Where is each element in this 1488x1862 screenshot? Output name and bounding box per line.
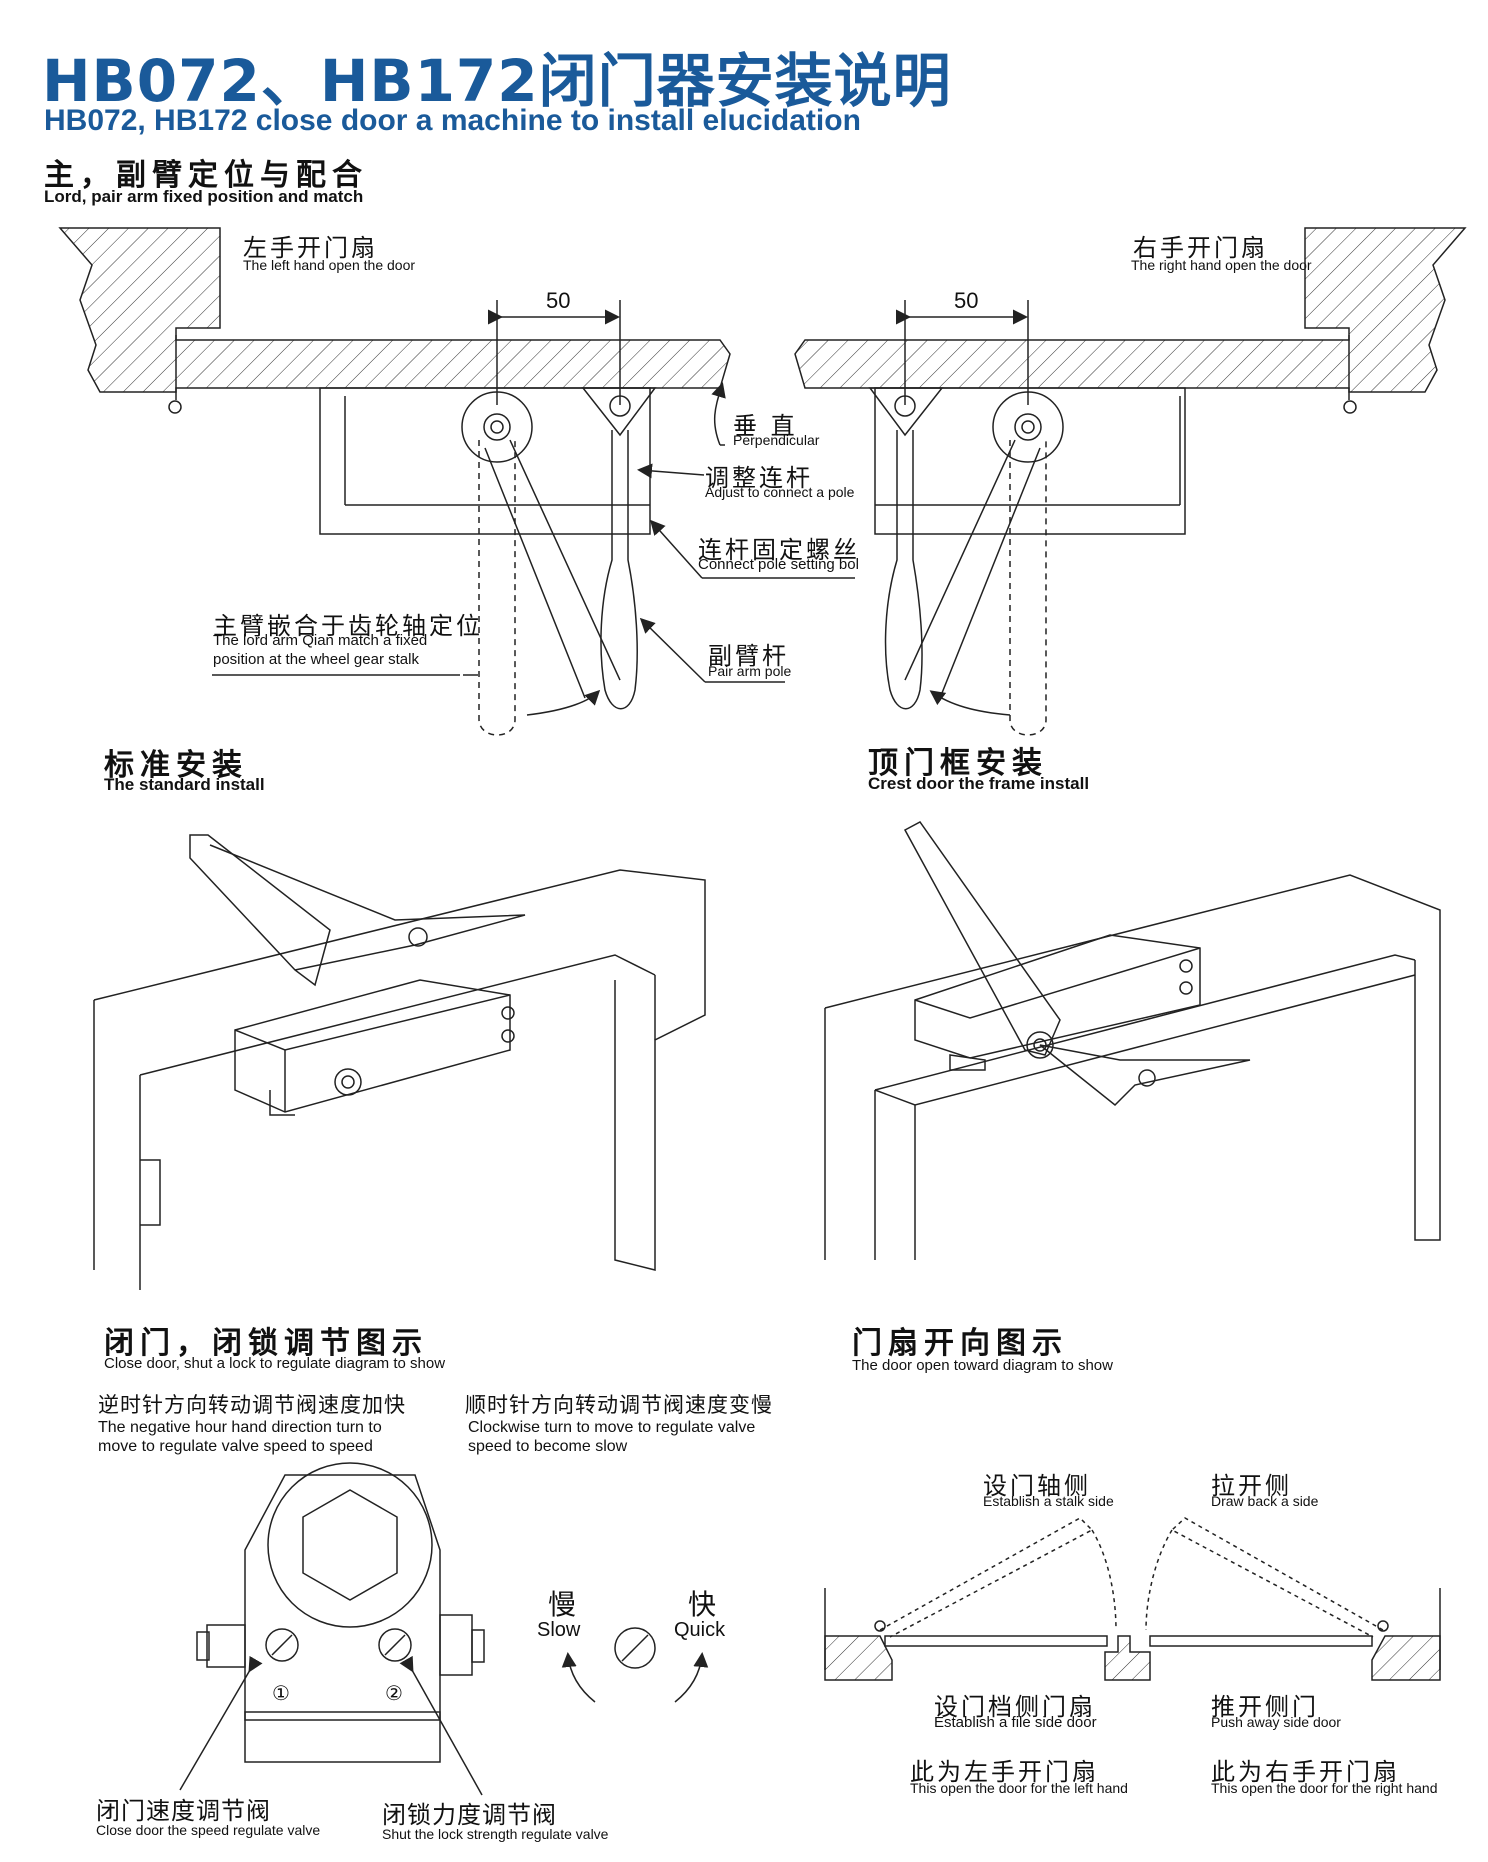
left-hand-door-label-en: This open the door for the left hand xyxy=(910,1780,1128,1796)
valve2-number: ② xyxy=(385,1683,403,1705)
valve1-number: ① xyxy=(272,1683,290,1705)
pair-arm-label: 副臂杆 xyxy=(708,642,789,670)
valve1-label: 闭门速度调节阀 xyxy=(96,1797,271,1825)
quick-label: 快 xyxy=(688,1588,717,1621)
dimension-right: 50 xyxy=(954,288,979,313)
page-title: HB072、HB172闭门器安装说明 xyxy=(42,47,952,115)
regulate-title: 闭门，闭锁调节图示 xyxy=(104,1326,428,1361)
draw-side-label-en: Draw back a side xyxy=(1211,1493,1319,1509)
dimension-left: 50 xyxy=(546,288,571,313)
regulate-subtitle: Close door, shut a lock to regulate diag… xyxy=(104,1355,446,1372)
ccw-label-en2: move to regulate valve speed to speed xyxy=(98,1438,373,1455)
left-door-label: 左手开门扇 xyxy=(243,234,378,262)
lord-arm-label-en2: position at the wheel gear stalk xyxy=(213,651,419,668)
left-door-label-en: The left hand open the door xyxy=(243,257,416,273)
open-dir-title: 门扇开向图示 xyxy=(852,1326,1068,1361)
valve-diagram xyxy=(179,1462,709,1796)
draw-side-label: 拉开侧 xyxy=(1211,1472,1292,1500)
standard-install-title: 标准安装 xyxy=(104,748,248,783)
right-door-label: 右手开门扇 xyxy=(1133,234,1268,262)
right-plan-view xyxy=(794,227,1467,736)
left-plan-view xyxy=(58,227,855,736)
frame-install-title: 顶门框安装 xyxy=(868,746,1048,781)
stalk-side-label: 设门轴侧 xyxy=(983,1472,1091,1500)
right-door-label-en: The right hand open the door xyxy=(1131,257,1312,273)
cw-label-en2: speed to become slow xyxy=(468,1438,628,1455)
push-side-label-en: Push away side door xyxy=(1211,1714,1341,1730)
valve1-label-en: Close door the speed regulate valve xyxy=(96,1822,321,1838)
lord-arm-label: 主臂嵌合于齿轮轴定位 xyxy=(213,612,483,640)
section-arm-title: 主，副臂定位与配合 xyxy=(44,158,368,193)
page-subtitle: HB072, HB172 close door a machine to ins… xyxy=(44,104,861,137)
open-dir-subtitle: The door open toward diagram to show xyxy=(852,1357,1113,1374)
file-side-label: 设门档侧门扇 xyxy=(934,1693,1096,1721)
pair-arm-label-en: Pair arm pole xyxy=(708,663,792,679)
adjust-pole-label-en: Adjust to connect a pole xyxy=(705,484,855,500)
section-arm-subtitle: Lord, pair arm fixed position and match xyxy=(44,187,364,206)
ccw-label-en1: The negative hour hand direction turn to xyxy=(98,1419,382,1436)
slow-label-en: Slow xyxy=(537,1619,581,1641)
left-hand-door-label: 此为左手开门扇 xyxy=(910,1758,1099,1786)
perpendicular-label-en: Perpendicular xyxy=(733,432,820,448)
lord-arm-label-en1: The lord arm Qian match a fixed xyxy=(213,632,428,649)
ccw-label: 逆时针方向转动调节阀速度加快 xyxy=(98,1393,406,1417)
setting-bolt-label-en: Connect pole setting bol xyxy=(698,556,859,573)
cw-label-en1: Clockwise turn to move to regulate valve xyxy=(468,1419,756,1436)
right-hand-door-label: 此为右手开门扇 xyxy=(1211,1758,1400,1786)
valve2-label: 闭锁力度调节阀 xyxy=(382,1801,557,1829)
frame-install-subtitle: Crest door the frame install xyxy=(868,774,1090,793)
door-open-diagram xyxy=(824,1517,1441,1681)
stalk-side-label-en: Establish a stalk side xyxy=(983,1493,1114,1509)
push-side-label: 推开侧门 xyxy=(1211,1693,1319,1721)
setting-bolt-label: 连杆固定螺丝 xyxy=(698,536,860,564)
slow-label: 慢 xyxy=(548,1588,577,1621)
adjust-pole-label: 调整连杆 xyxy=(705,464,813,492)
cw-label: 顺时针方向转动调节阀速度变慢 xyxy=(465,1393,773,1417)
standard-install-subtitle: The standard install xyxy=(104,775,265,794)
right-hand-door-label-en: This open the door for the right hand xyxy=(1211,1780,1438,1796)
valve2-label-en: Shut the lock strength regulate valve xyxy=(382,1826,609,1842)
frame-install-drawing xyxy=(824,821,1441,1260)
quick-label-en: Quick xyxy=(674,1619,726,1641)
perpendicular-label: 垂 直 xyxy=(733,412,798,440)
standard-install-drawing xyxy=(93,834,706,1290)
file-side-label-en: Establish a file side door xyxy=(934,1714,1097,1731)
